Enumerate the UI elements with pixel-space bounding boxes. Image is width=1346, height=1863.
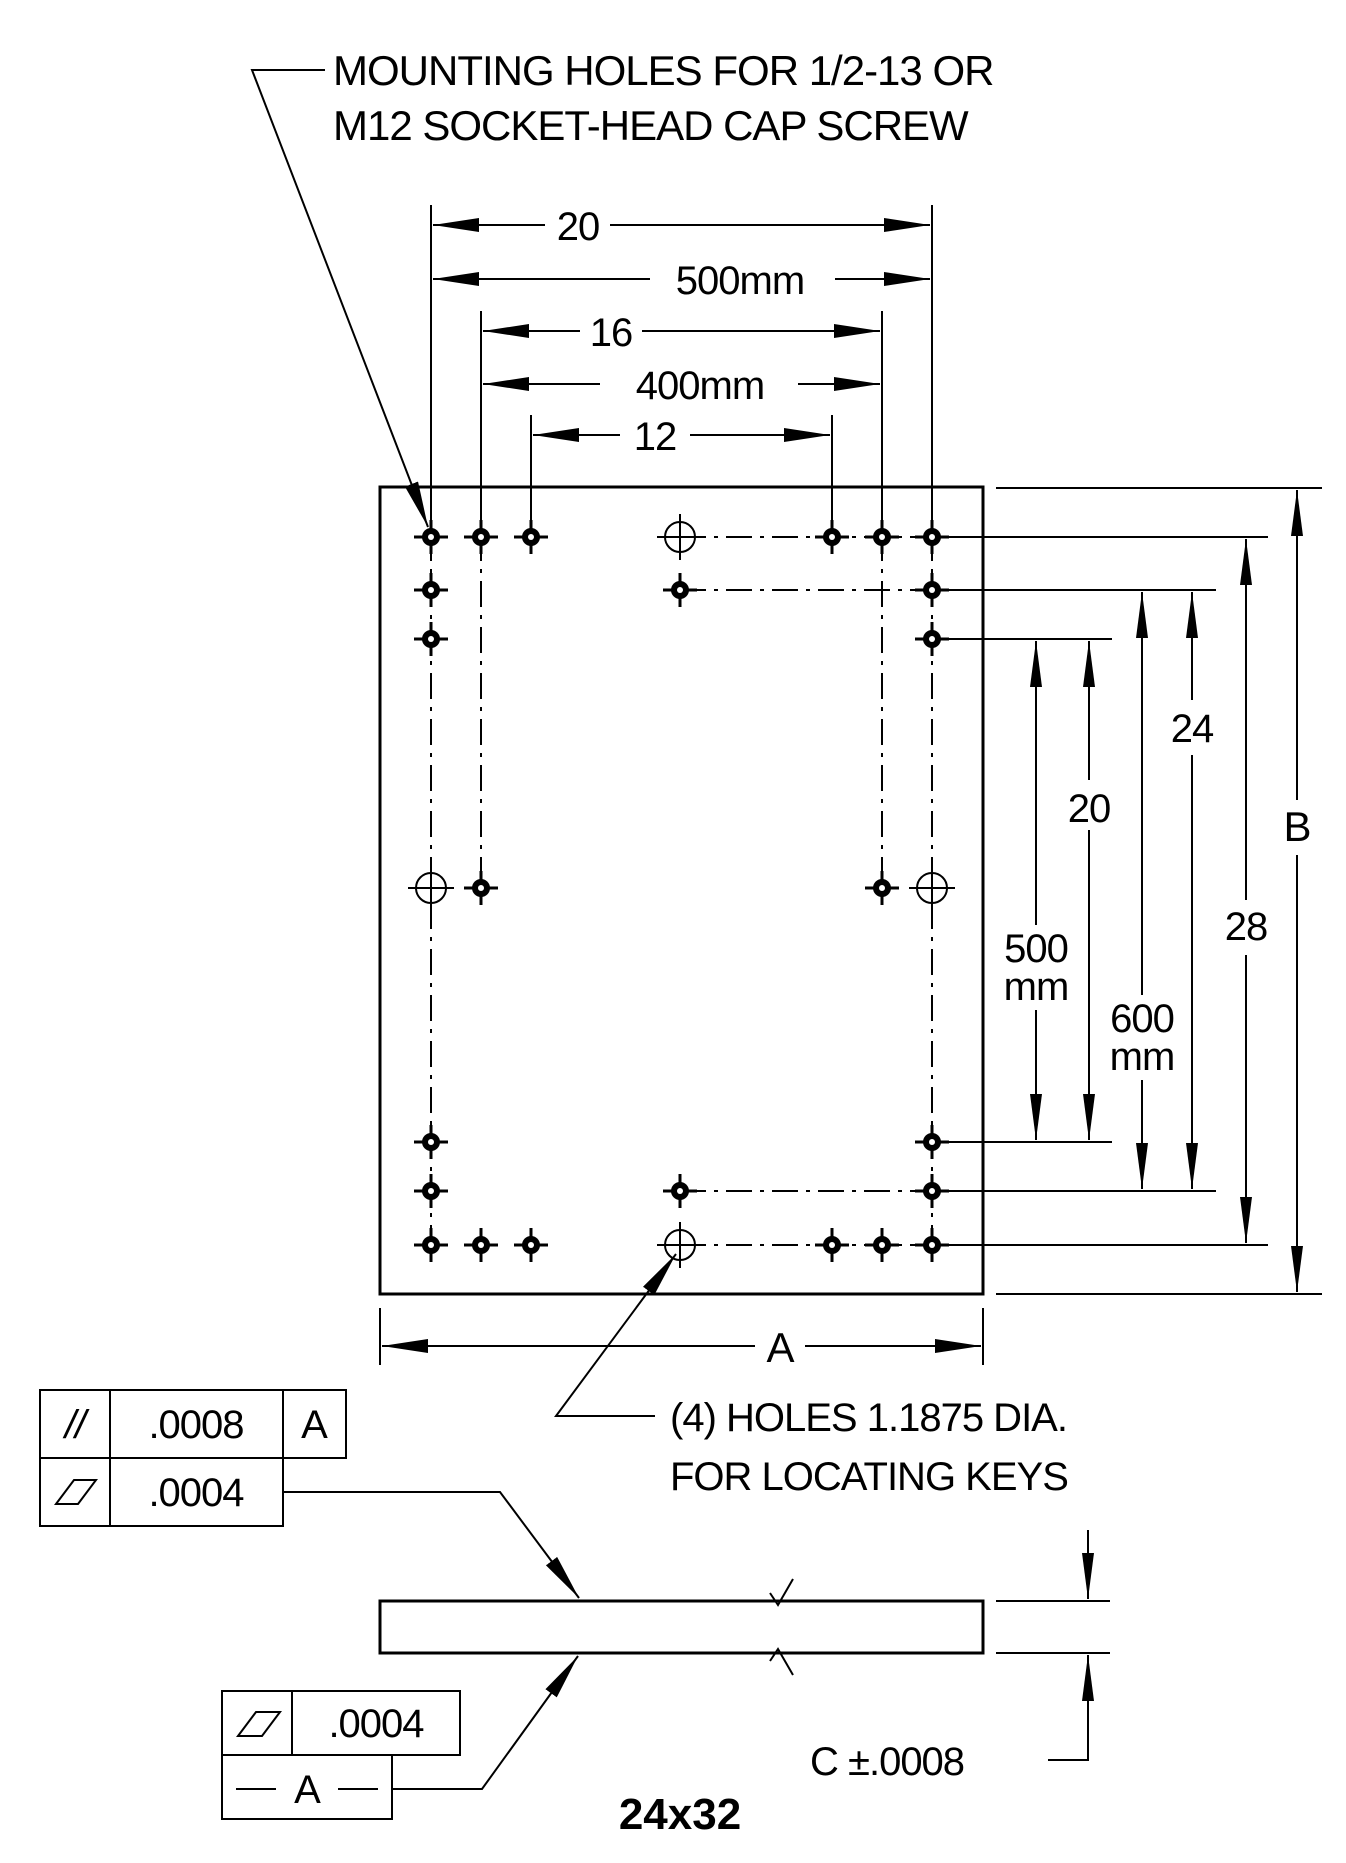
mounting-hole <box>514 520 548 554</box>
plate-outline <box>378 485 985 1296</box>
dim-20-horizontal: 20 <box>433 205 930 249</box>
mounting-hole <box>414 573 448 607</box>
locating-key-hole <box>657 1222 703 1268</box>
dim-b-vertical: B <box>1283 490 1312 1292</box>
mounting-holes-note-line2: M12 SOCKET-HEAD CAP SCREW <box>333 102 969 149</box>
mounting-hole <box>414 1174 448 1208</box>
vertical-extension-lines <box>932 487 1322 1295</box>
mounting-hole <box>915 1174 949 1208</box>
dim-28-vertical: 28 <box>1225 539 1268 1243</box>
dim-24-label: 24 <box>1171 707 1214 751</box>
mounting-hole <box>514 1228 548 1262</box>
thickness-label: C ±.0008 <box>810 1740 964 1784</box>
mounting-hole <box>915 1228 949 1262</box>
mounting-hole <box>464 1228 498 1262</box>
locating-holes-note: (4) HOLES 1.1875 DIA. FOR LOCATING KEYS <box>554 1253 1069 1499</box>
mounting-hole <box>663 573 697 607</box>
mounting-hole <box>915 573 949 607</box>
mounting-holes-note-line1: MOUNTING HOLES FOR 1/2-13 OR <box>333 47 993 94</box>
dim-16-label: 16 <box>590 311 633 355</box>
locating-key-hole <box>408 865 454 911</box>
flatness-icon <box>54 1479 98 1505</box>
datum-label: A <box>294 1768 321 1812</box>
mounting-hole <box>865 520 899 554</box>
centerlines <box>430 535 933 1246</box>
dim-600-label-line1: 600 <box>1110 997 1174 1041</box>
mounting-hole <box>464 520 498 554</box>
parallelism-symbol: // <box>62 1403 90 1447</box>
flatness-icon-bottom <box>236 1711 282 1737</box>
mounting-hole <box>815 1228 849 1262</box>
dim-400mm-horizontal: 400mm <box>483 364 880 408</box>
mounting-holes <box>414 520 949 1262</box>
locating-key-hole <box>657 514 703 560</box>
dim-20-vertical: 20 <box>1068 641 1111 1140</box>
dim-600-label-line2: mm <box>1110 1035 1175 1079</box>
dim-16-horizontal: 16 <box>483 311 880 355</box>
feature-control-frame-top: // .0008 A .0004 <box>39 1389 580 1599</box>
surface-finish-marks <box>769 1578 794 1676</box>
mounting-hole <box>915 520 949 554</box>
dim-500-label-line1: 500 <box>1004 927 1068 971</box>
flatness-bottom-value: .0004 <box>328 1702 424 1746</box>
mounting-hole <box>414 1125 448 1159</box>
side-view-plate <box>378 1599 985 1655</box>
mounting-hole <box>414 1228 448 1262</box>
horizontal-extension-lines <box>379 205 984 1365</box>
dim-a-label: A <box>766 1324 794 1371</box>
flatness-top-value: .0004 <box>148 1471 244 1515</box>
dim-500mm-horizontal: 500mm <box>433 259 930 303</box>
locating-key-hole <box>909 865 955 911</box>
mounting-hole <box>915 622 949 656</box>
parallelism-datum: A <box>301 1403 328 1447</box>
dim-b-label: B <box>1283 803 1310 850</box>
dim-20-vertical-label: 20 <box>1068 787 1111 831</box>
locating-key-holes <box>408 514 955 1268</box>
mounting-hole <box>815 520 849 554</box>
mounting-hole <box>663 1174 697 1208</box>
dim-500-label-line2: mm <box>1004 965 1069 1009</box>
dim-24-vertical: 24 <box>1171 592 1215 1189</box>
dim-c-thickness: C ±.0008 <box>810 1530 1110 1784</box>
mounting-hole <box>915 1125 949 1159</box>
dim-28-label: 28 <box>1225 905 1268 949</box>
mounting-hole <box>865 871 899 905</box>
feature-control-frame-bottom: .0004 A <box>221 1655 579 1820</box>
dim-a-horizontal: A <box>382 1324 981 1371</box>
dim-400mm-label: 400mm <box>636 364 764 408</box>
dim-20-label: 20 <box>557 205 600 249</box>
dim-500mm-label: 500mm <box>676 259 804 303</box>
mounting-hole <box>464 871 498 905</box>
size-label: 24x32 <box>619 1790 741 1839</box>
dim-500mm-vertical: 500 mm <box>1004 641 1069 1140</box>
parallelism-value: .0008 <box>148 1403 243 1447</box>
dim-12-label: 12 <box>634 415 677 459</box>
mounting-hole <box>865 1228 899 1262</box>
locating-holes-note-line2: FOR LOCATING KEYS <box>670 1455 1068 1499</box>
mounting-hole <box>414 622 448 656</box>
mounting-holes-note: MOUNTING HOLES FOR 1/2-13 OR M12 SOCKET-… <box>250 47 994 528</box>
dim-12-horizontal: 12 <box>533 415 830 459</box>
locating-holes-note-line1: (4) HOLES 1.1875 DIA. <box>670 1396 1067 1440</box>
mounting-hole <box>414 520 448 554</box>
dim-600mm-vertical: 600 mm <box>1110 592 1175 1189</box>
